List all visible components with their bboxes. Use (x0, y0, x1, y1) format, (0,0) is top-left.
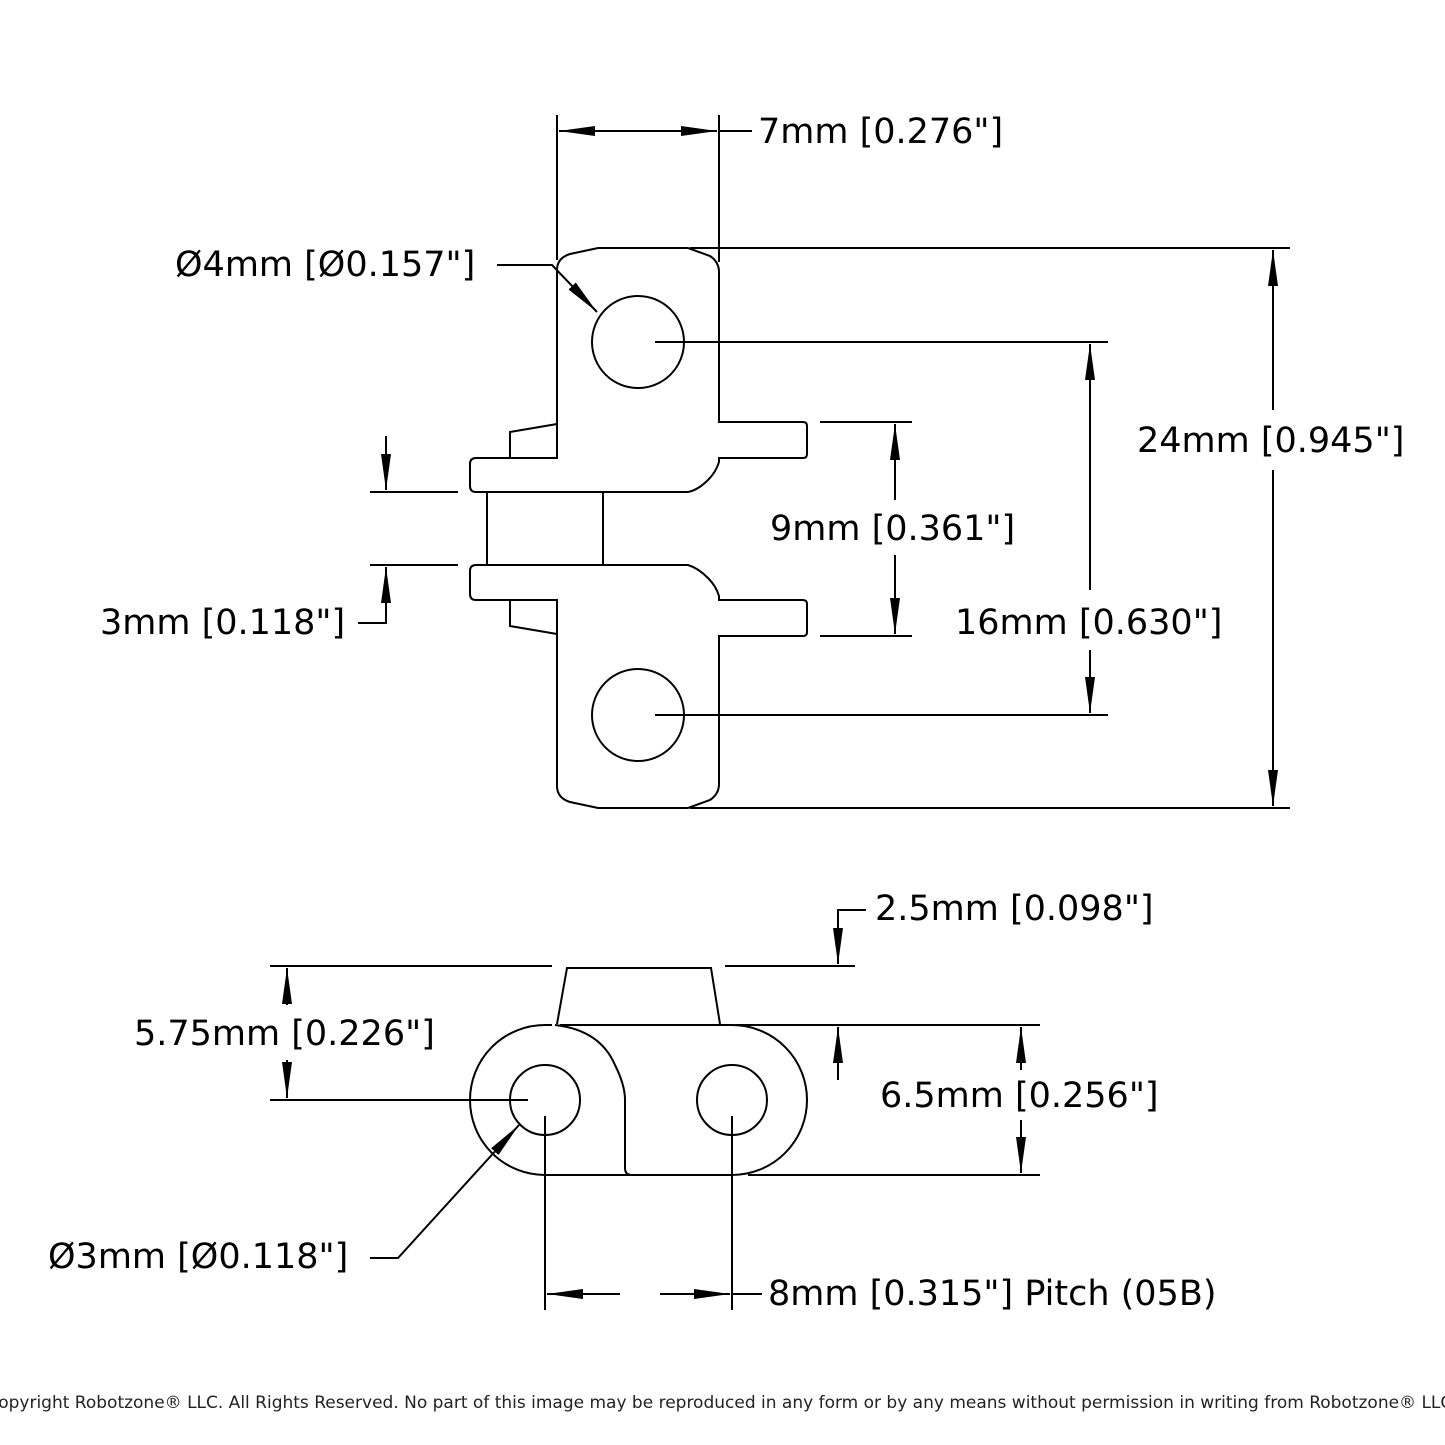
plate-height-dimension: 6.5mm [0.256"] (880, 1076, 1159, 1116)
hole-top-dimension: Ø4mm [Ø0.157"] (175, 245, 475, 285)
hole-spacing-dimension: 16mm [0.630"] (955, 603, 1222, 643)
plate-gap-dimension: 3mm [0.118"] (100, 603, 345, 643)
top-thickness-dimension: 2.5mm [0.098"] (875, 889, 1154, 929)
lower-link-outline (469, 564, 808, 809)
height-total-dimension: 24mm [0.945"] (1137, 421, 1404, 461)
top-view: 7mm [0.276"] Ø4mm [Ø0.157"] 24mm [0.945"… (100, 112, 1404, 809)
upper-link-outline (469, 247, 808, 493)
side-height-dimension: 5.75mm [0.226"] (134, 1014, 435, 1054)
upper-ledge (509, 423, 558, 458)
width-dimension: 7mm [0.276"] (758, 112, 1003, 152)
top-block (556, 967, 721, 1025)
side-outline (469, 1024, 808, 1176)
inner-plate-curve (554, 1024, 633, 1176)
copyright-notice: Copyright Robotzone® LLC. All Rights Res… (0, 1393, 1445, 1413)
hole-side-dimension: Ø3mm [Ø0.118"] (48, 1237, 348, 1277)
side-view: 2.5mm [0.098"] 5.75mm [0.226"] 6.5mm [0.… (48, 889, 1217, 1314)
pitch-dimension: 8mm [0.315"] Pitch (05B) (768, 1274, 1217, 1314)
inner-width-dimension: 9mm [0.361"] (770, 509, 1015, 549)
lower-ledge (509, 600, 558, 635)
